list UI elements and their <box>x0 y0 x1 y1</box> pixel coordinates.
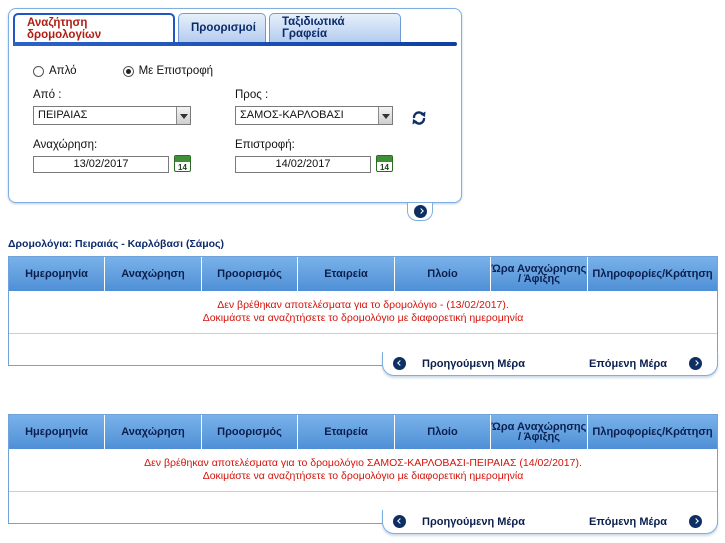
chevron-right-icon <box>689 515 703 528</box>
departure-label: Αναχώρηση: <box>33 139 98 151</box>
col-destination: Προορισμός <box>202 257 298 291</box>
calendar-icon-header <box>175 156 190 162</box>
tab-strip-divider <box>13 42 457 46</box>
tab-bar: Αναζήτηση δρομολογίων Προορισμοί Ταξιδιω… <box>13 13 404 45</box>
next-day-label: Επόμενη Μέρα <box>589 515 668 528</box>
return-pager: Προηγούμενη Μέρα Επόμενη Μέρα <box>382 510 718 534</box>
col-destination: Προορισμός <box>202 415 298 449</box>
to-label: Προς : <box>235 89 269 101</box>
no-results-hint: Δοκιμάστε να αναζητήσετε το δρομολόγιο μ… <box>202 312 524 324</box>
return-label: Επιστροφή: <box>235 139 295 151</box>
to-select[interactable]: ΣΑΜΟΣ-ΚΑΡΛΟΒΑΣΙ <box>235 106 393 125</box>
calendar-icon-header <box>377 156 392 162</box>
tab-travel-agencies[interactable]: Ταξιδιωτικά Γραφεία <box>269 13 401 42</box>
tab-route-search[interactable]: Αναζήτηση δρομολογίων <box>13 13 175 45</box>
col-company: Εταιρεία <box>298 415 395 449</box>
radio-one-way[interactable] <box>33 65 44 77</box>
col-departure: Αναχώρηση <box>105 257 202 291</box>
trip-type-one-way[interactable]: Απλό <box>33 65 77 77</box>
calendar-day: 14 <box>178 163 187 172</box>
no-results-line: Δεν βρέθηκαν αποτελέσματα για το δρομολό… <box>144 457 582 469</box>
col-info: Πληροφορίες/Κράτηση <box>592 426 713 438</box>
no-results-message: Δεν βρέθηκαν αποτελέσματα για το δρομολό… <box>9 291 717 334</box>
col-times: Ώρα Αναχώρησης / Άφιξης <box>491 257 588 291</box>
search-panel: Αναζήτηση δρομολογίων Προορισμοί Ταξιδιω… <box>8 8 462 221</box>
no-results-line: Δεν βρέθηκαν αποτελέσματα για το δρομολό… <box>217 299 509 311</box>
chevron-down-icon[interactable] <box>378 107 392 124</box>
prev-day-button[interactable]: Προηγούμενη Μέρα <box>393 357 525 370</box>
departure-date-input[interactable]: 13/02/2017 <box>33 156 169 173</box>
prev-day-label: Προηγούμενη Μέρα <box>422 357 525 370</box>
swap-direction-icon[interactable] <box>410 109 428 127</box>
calendar-icon[interactable]: 14 <box>174 155 191 172</box>
to-value: ΣΑΜΟΣ-ΚΑΡΛΟΒΑΣΙ <box>240 109 344 121</box>
next-day-button[interactable]: Επόμενη Μέρα <box>589 357 703 370</box>
table-header: Ημερομηνία Αναχώρηση Προορισμός Εταιρεία… <box>9 415 717 449</box>
next-day-label: Επόμενη Μέρα <box>589 357 668 370</box>
outbound-pager: Προηγούμενη Μέρα Επόμενη Μέρα <box>382 352 718 376</box>
col-info: Πληροφορίες/Κράτηση <box>592 268 713 280</box>
from-label: Από : <box>33 89 62 101</box>
no-results-message: Δεν βρέθηκαν αποτελέσματα για το δρομολό… <box>9 449 717 492</box>
col-company: Εταιρεία <box>298 257 395 291</box>
route-title: Δρομολόγια: Πειραιάς - Καρλόβασι (Σάμος) <box>8 238 224 250</box>
chevron-right-icon <box>413 205 427 218</box>
col-times: Ώρα Αναχώρησης / Άφιξης <box>491 415 588 449</box>
tab-label: Ταξιδιωτικά Γραφεία <box>282 16 345 40</box>
col-ship: Πλοίο <box>395 257 491 291</box>
chevron-right-icon <box>689 357 703 370</box>
col-ship: Πλοίο <box>395 415 491 449</box>
trip-type-return[interactable]: Με Επιστροφή <box>122 65 214 77</box>
from-select[interactable]: ΠΕΙΡΑΙΑΣ <box>33 106 191 125</box>
radio-return[interactable] <box>122 65 134 77</box>
chevron-left-icon <box>393 357 406 370</box>
calendar-day: 14 <box>380 163 389 172</box>
tab-label: Αναζήτηση δρομολογίων <box>27 16 102 41</box>
calendar-icon[interactable]: 14 <box>376 155 393 172</box>
return-results-table: Ημερομηνία Αναχώρηση Προορισμός Εταιρεία… <box>8 414 718 524</box>
chevron-down-icon[interactable] <box>176 107 190 124</box>
no-results-hint: Δοκιμάστε να αναζητήσετε το δρομολόγιο μ… <box>202 470 524 482</box>
return-date-input[interactable]: 14/02/2017 <box>235 156 371 173</box>
next-day-button[interactable]: Επόμενη Μέρα <box>589 515 703 528</box>
trip-type-group: Απλό Με Επιστροφή <box>33 65 259 77</box>
search-submit-button[interactable] <box>407 203 433 221</box>
prev-day-label: Προηγούμενη Μέρα <box>422 515 525 528</box>
radio-label: Απλό <box>49 65 77 77</box>
chevron-left-icon <box>393 515 406 528</box>
prev-day-button[interactable]: Προηγούμενη Μέρα <box>393 515 525 528</box>
table-header: Ημερομηνία Αναχώρηση Προορισμός Εταιρεία… <box>9 257 717 291</box>
col-date: Ημερομηνία <box>9 415 105 449</box>
col-date: Ημερομηνία <box>9 257 105 291</box>
outbound-results-table: Ημερομηνία Αναχώρηση Προορισμός Εταιρεία… <box>8 256 718 366</box>
col-departure: Αναχώρηση <box>105 415 202 449</box>
from-value: ΠΕΙΡΑΙΑΣ <box>38 109 88 121</box>
tab-label: Προορισμοί <box>191 22 256 34</box>
tab-destinations[interactable]: Προορισμοί <box>178 13 266 42</box>
radio-label: Με Επιστροφή <box>138 65 214 77</box>
